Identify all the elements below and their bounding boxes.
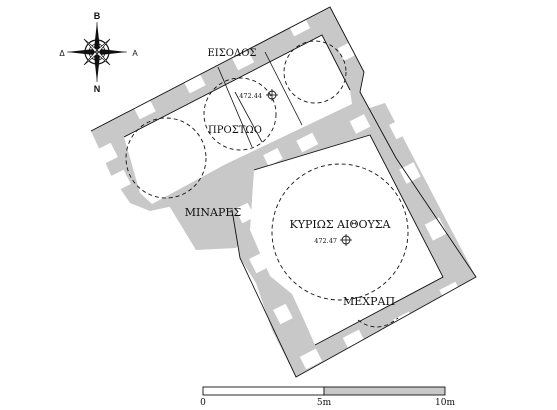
portico-dome-west [125, 117, 207, 199]
label-main-hall: ΚΥΡΙΩΣ ΑΙΘΟΥΣΑ [290, 218, 392, 231]
wall-openings [98, 15, 463, 370]
label-portico: ΠΡΟΣΤΩΟ [208, 125, 262, 136]
mihrab-niche [357, 317, 399, 328]
elevation-portico: 472.44 [239, 92, 262, 100]
scale-bar-white-segment [202, 386, 325, 396]
scale-bar [202, 386, 446, 396]
label-entrance: ΕΙΣΟΔΟΣ [207, 48, 256, 59]
compass-rose-icon [67, 22, 127, 82]
portico-dome-center [203, 77, 277, 151]
portico-benchmark-icon [266, 89, 278, 101]
minaret-wall-mass [165, 185, 252, 250]
building-walls [90, 6, 477, 378]
portico-interior [124, 35, 352, 204]
compass-north: Β [94, 11, 101, 21]
scale-bar-grey-segment [323, 386, 446, 396]
scale-tick-10: 10m [435, 398, 455, 408]
bay-divider-1 [217, 66, 253, 148]
compass-south: Ν [94, 84, 101, 94]
elevation-main-hall: 472.47 [314, 237, 337, 245]
inner-hall-outline [253, 134, 444, 346]
main-hall-dome [271, 163, 409, 301]
label-minaret: ΜΙΝΑΡΕΣ [185, 206, 242, 219]
compass-west: Δ [59, 49, 65, 58]
main-hall-outline [231, 157, 477, 378]
entrance-dome [283, 40, 347, 104]
compass-east: Α [132, 49, 138, 58]
scale-tick-5: 5m [317, 398, 332, 408]
scale-tick-0: 0 [200, 398, 206, 408]
main-hall-benchmark-icon [340, 234, 352, 246]
bay-divider-3 [234, 91, 263, 143]
elevation-markers [266, 89, 352, 246]
bay-divider-2 [264, 51, 303, 126]
label-mihrab: ΜΕΧΡΑΠ [343, 295, 395, 308]
portico-outline [90, 6, 397, 159]
inner-portico-outline [123, 34, 351, 138]
domes [125, 40, 409, 328]
